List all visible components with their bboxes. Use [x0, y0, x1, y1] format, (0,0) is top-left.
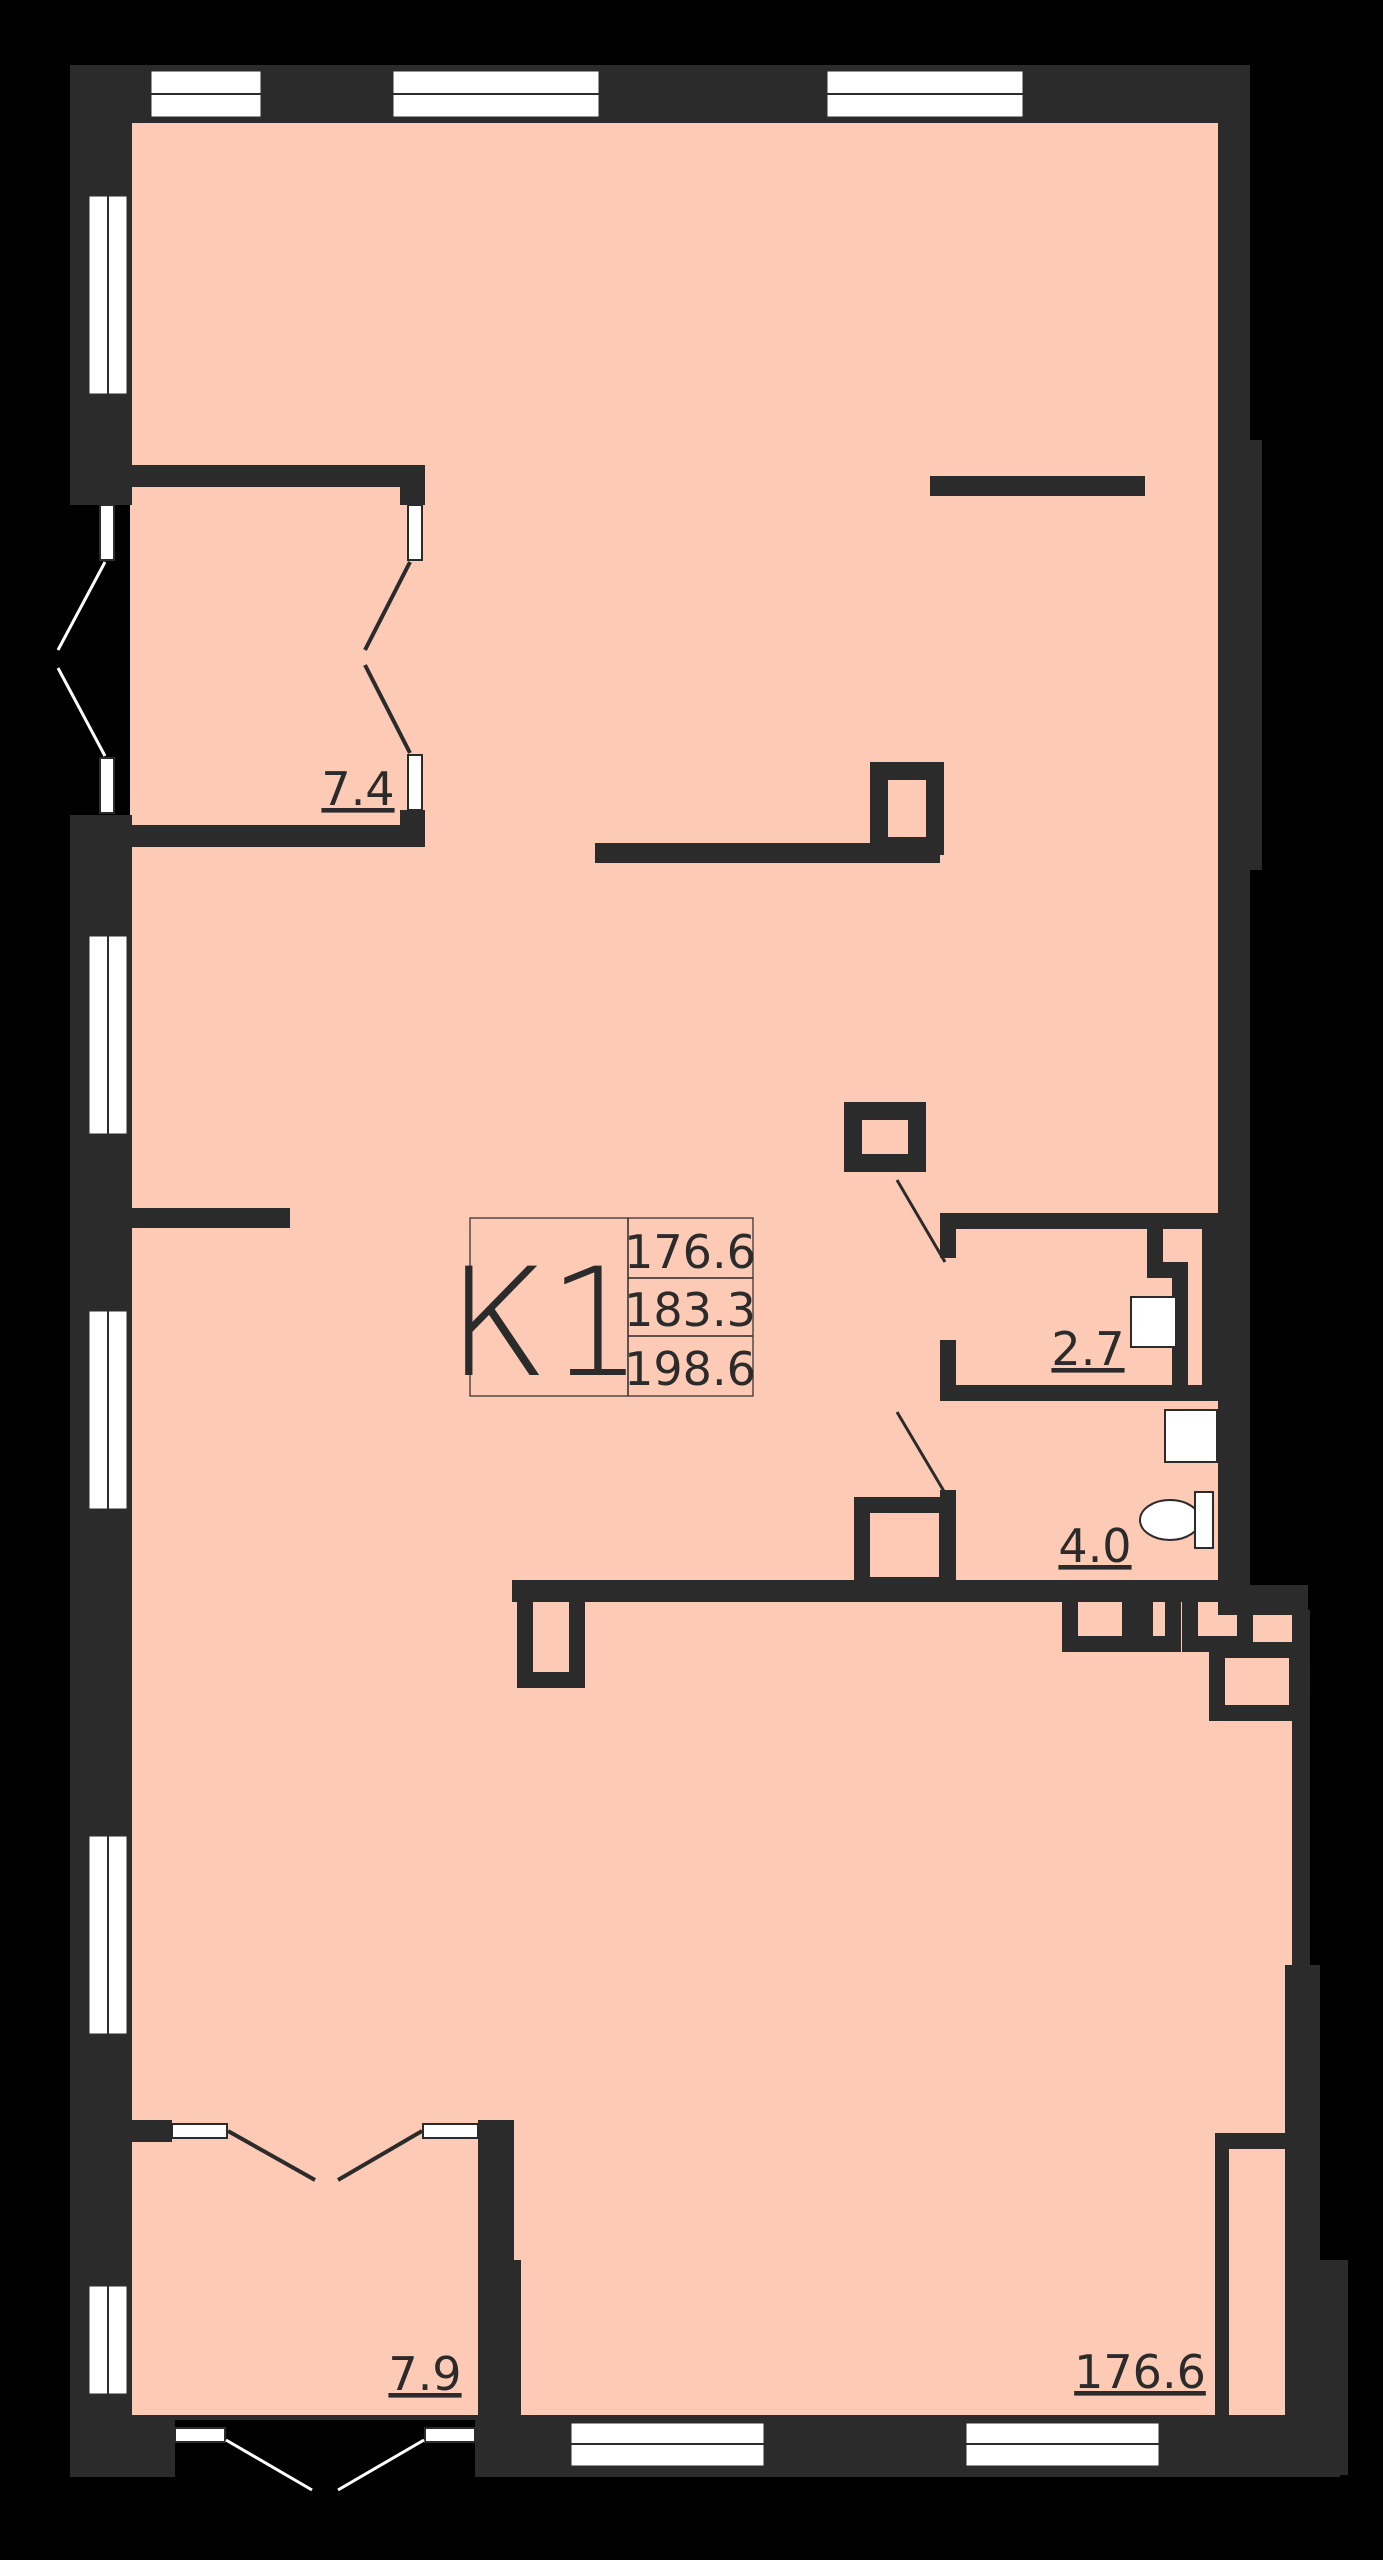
floor-upper — [130, 122, 1220, 1612]
unit-label-frame — [469, 1217, 754, 1397]
shaft-right-2 — [1137, 1586, 1181, 1652]
floor-area — [130, 122, 1300, 2420]
bathroom-divider — [940, 1385, 1220, 1401]
toilet-icon — [1139, 1491, 1214, 1549]
partitions — [130, 476, 1145, 1228]
partition-middle — [595, 843, 940, 863]
unit-code: К1 — [447, 1237, 644, 1411]
door-swing-icon — [363, 561, 412, 651]
shaft-right-1 — [1062, 1586, 1138, 1652]
shaft-center — [854, 1497, 955, 1593]
sink-icon — [1130, 1296, 1177, 1348]
door-swing-icon — [227, 2129, 316, 2182]
door-swing-icon — [895, 1411, 947, 1494]
floor-lower — [130, 1600, 1300, 2420]
door-swing-icon — [56, 561, 107, 651]
bathroom-large-area: 4.0 — [1058, 1519, 1131, 1573]
door-swing-icon — [363, 664, 412, 754]
wall-right-upper — [1218, 65, 1250, 1605]
vestibule-top-wall-lower — [130, 825, 425, 847]
unit-area-2: 183.3 — [624, 1283, 756, 1337]
vestibule-bottom-area: 7.9 — [388, 2347, 461, 2401]
vestibule-top: 7.4 — [56, 465, 425, 847]
column-ventshaft — [870, 762, 944, 855]
shaft-left — [517, 1586, 585, 1688]
door-swing-icon — [225, 2438, 313, 2492]
wall-top — [70, 65, 1250, 123]
vestibule-top-area: 7.4 — [321, 762, 394, 816]
partition-top-right — [930, 476, 1145, 496]
unit-area-3: 198.6 — [624, 1342, 756, 1396]
bathroom-small-area: 2.7 — [1051, 1322, 1124, 1376]
column-center — [844, 1102, 926, 1172]
door-swing-icon — [56, 667, 107, 757]
wall-right-pilaster — [1248, 440, 1262, 870]
partition-left — [130, 1208, 290, 1228]
columns — [844, 762, 944, 1172]
door-swing-icon — [895, 1179, 947, 1263]
unit-label: К1 176.6 183.3 198.6 — [447, 1217, 756, 1411]
door-swing-icon — [337, 2438, 425, 2492]
lower-right-niche: 176.6 — [1074, 2133, 1295, 2418]
shaft-right-4 — [1209, 1642, 1305, 1721]
main-hall-area: 176.6 — [1074, 2345, 1206, 2399]
sink-icon — [1164, 1409, 1218, 1463]
door-swing-icon — [336, 2129, 424, 2182]
mid-wall — [512, 1497, 1305, 1721]
vestibule-bottom: 7.9 — [130, 2120, 521, 2492]
vestibule-top-wall-upper — [130, 465, 425, 487]
unit-area-1: 176.6 — [624, 1225, 756, 1279]
windows — [86, 68, 1162, 2469]
